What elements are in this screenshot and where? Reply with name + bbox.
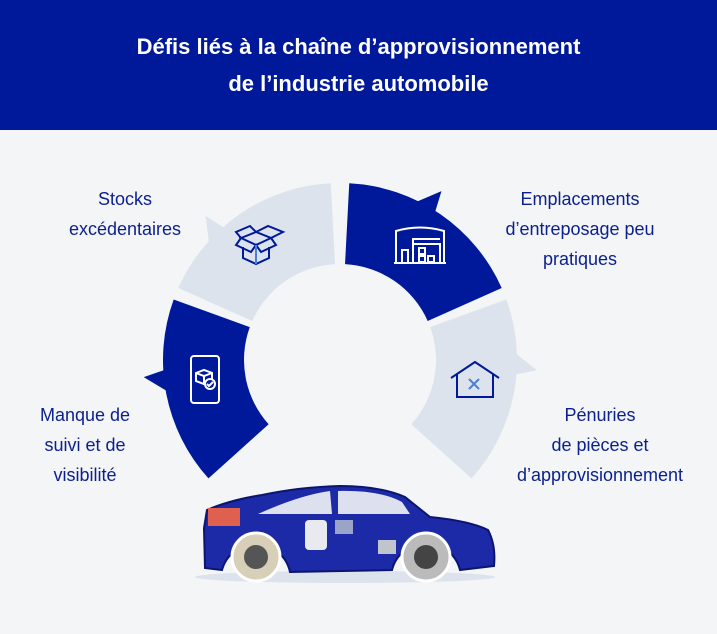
house-x-icon: [450, 360, 500, 398]
segment-excess-stock-arrowhead: [205, 215, 227, 247]
title-line-2: de l’industrie automobile: [228, 71, 489, 96]
warehouse-icon: [394, 226, 446, 264]
open-box-icon: [234, 224, 286, 266]
car-parts-illustration: [195, 484, 496, 583]
segment-warehouse-arrowhead: [413, 191, 442, 215]
segment-tracking-arrowhead: [143, 369, 171, 394]
segment-warehouse: [345, 183, 502, 321]
title-line-1: Défis liés à la chaîne d’approvisionneme…: [136, 34, 581, 59]
segment-tracking: [163, 299, 269, 479]
title-banner: Défis liés à la chaîne d’approvisionneme…: [0, 0, 717, 130]
phone-tracking-icon: [190, 355, 220, 404]
segment-shortages-arrowhead: [512, 350, 537, 376]
segment-shortages: [411, 299, 517, 479]
